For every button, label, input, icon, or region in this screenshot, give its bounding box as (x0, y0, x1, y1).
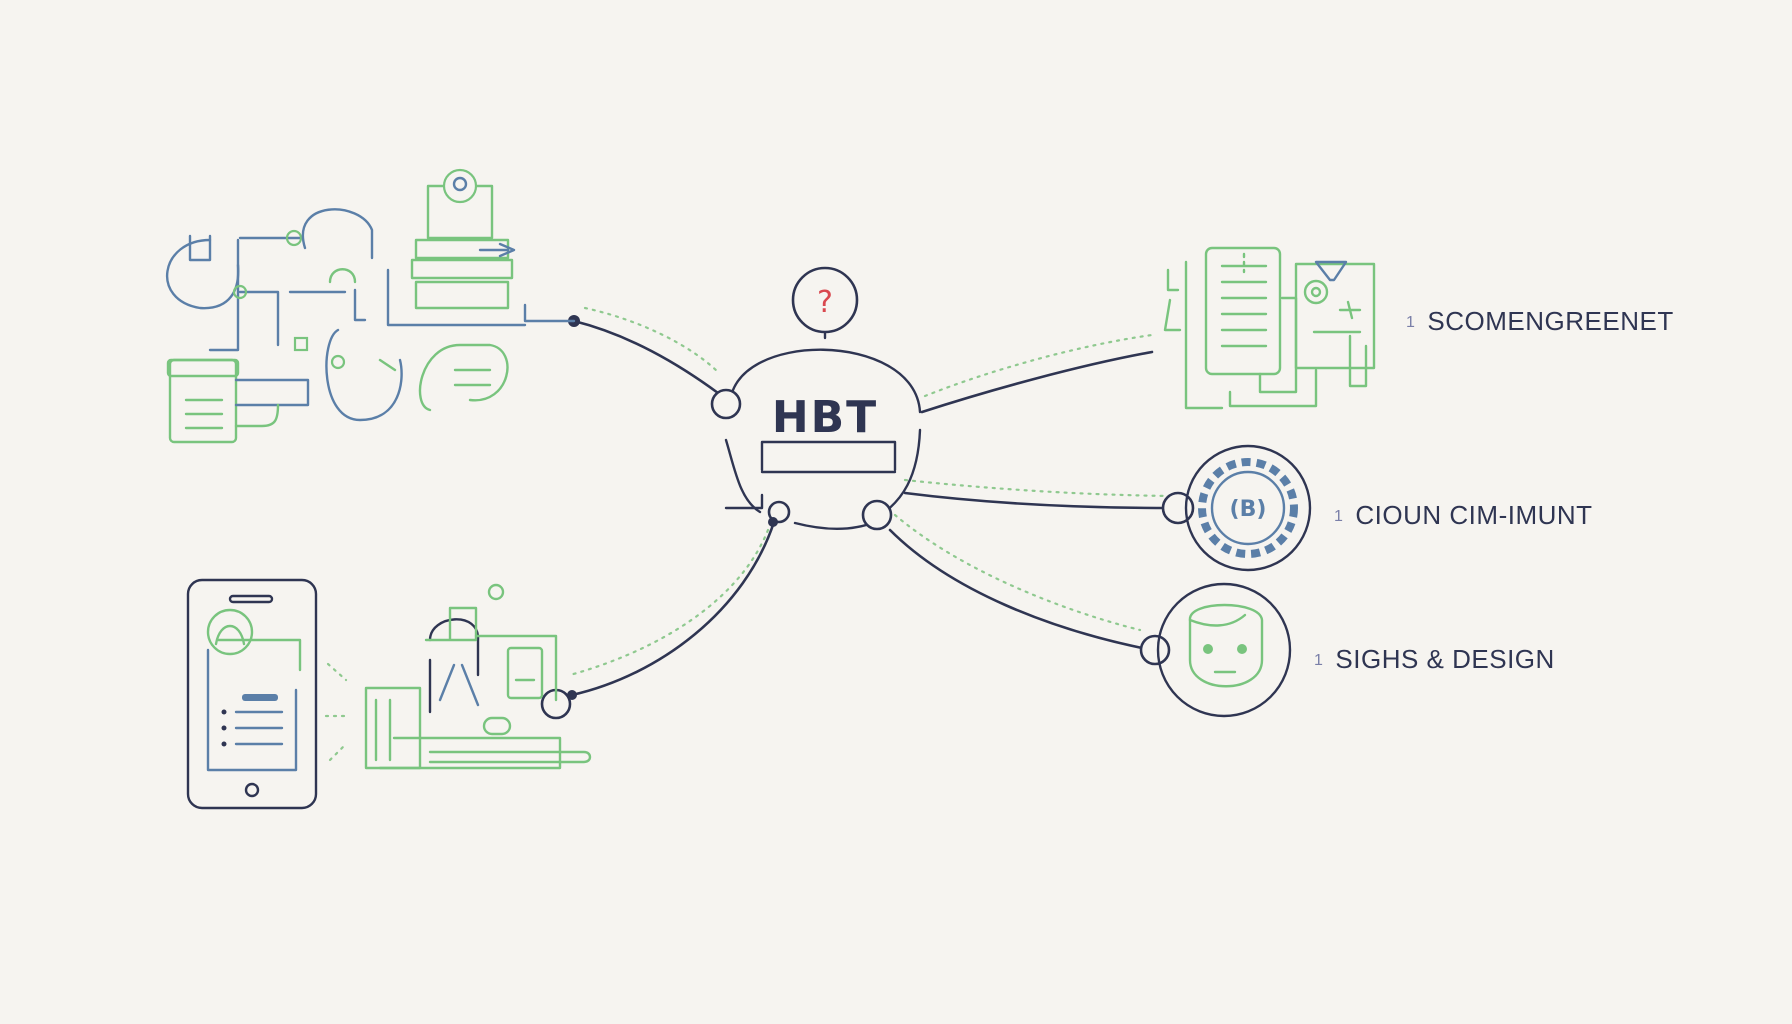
branch-label-1: 1 SCOMENGREENET (1406, 306, 1674, 337)
connector-dotted-bottom-right (893, 513, 1142, 632)
branch-number-3: 1 (1314, 652, 1324, 669)
connector-middle-right (903, 491, 1172, 510)
connector-bottom-left (570, 520, 776, 697)
question-mark-icon: ? (817, 285, 833, 320)
hub-label: HBT (772, 392, 878, 443)
connector-bottom-right (888, 528, 1154, 652)
gear-badge-icon: (B) (1161, 444, 1312, 572)
hub-port-bottom (861, 499, 893, 531)
connector-dotted-bottom-left (568, 528, 770, 677)
document-stack-icon (1163, 246, 1376, 410)
branch-text-3: SIGHS & DESIGN (1335, 644, 1555, 674)
connector-dotted-top-right (923, 333, 1154, 398)
connector-dotted-middle-right (903, 478, 1172, 498)
branch-number-2: 1 (1334, 508, 1344, 525)
connector-dotted-top-left (583, 306, 720, 374)
hub-joint-dot (768, 517, 778, 527)
hub-port-bottom-left (767, 500, 791, 524)
pipes-cluster-icon (165, 168, 580, 444)
question-bubble (791, 266, 859, 334)
face-icon (1139, 582, 1292, 718)
branch-text-1: SCOMENGREENET (1427, 306, 1674, 336)
branch-text-2: CIOUN CIM-IMUNT (1355, 500, 1593, 530)
mobile-lab-cluster-icon (186, 578, 592, 810)
gear-badge-text: (B) (1230, 497, 1267, 522)
branch-label-2: 1 CIOUN CIM-IMUNT (1334, 500, 1593, 531)
connectors (568, 306, 1172, 697)
hub-port-left (710, 388, 742, 420)
branch-label-3: 1 SIGHS & DESIGN (1314, 644, 1555, 675)
connector-top-left (572, 319, 720, 395)
connector-top-right (920, 350, 1154, 414)
branch-number-1: 1 (1406, 314, 1416, 331)
hub-node: ? HBT (710, 266, 922, 531)
